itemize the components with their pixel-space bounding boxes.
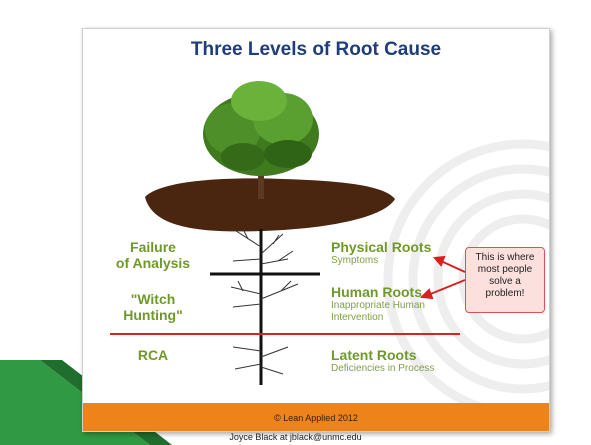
level-2-root-title: Human Roots bbox=[331, 284, 422, 300]
root-branches bbox=[230, 228, 299, 375]
level-2-left-label: "Witch Hunting" bbox=[123, 291, 183, 323]
level-3-root-title: Latent Roots bbox=[331, 347, 417, 363]
presenter-caption: Joyce Black at jblack@unmc.edu bbox=[229, 432, 362, 442]
slide-title: Three Levels of Root Cause bbox=[190, 39, 442, 60]
copyright-text: © Lean Applied 2012 bbox=[274, 413, 358, 423]
level-3-root-subtitle: Deficiencies in Process bbox=[331, 363, 435, 374]
tree-foliage bbox=[203, 81, 319, 176]
callout-box: This is where most people solve a proble… bbox=[465, 247, 545, 313]
slide: Three Levels of Root Cause bbox=[82, 28, 550, 432]
level-3-left-label: RCA bbox=[137, 347, 169, 363]
tree-trunk bbox=[258, 159, 264, 199]
level-1-root-subtitle: Symptoms bbox=[331, 255, 379, 266]
tree-root-diagram bbox=[83, 81, 549, 431]
level-2-root-subtitle: Inappropriate Human Intervention bbox=[331, 300, 425, 323]
footer-bar bbox=[83, 403, 549, 431]
level-1-left-label: Failure of Analysis bbox=[115, 239, 191, 271]
soil-mound bbox=[145, 178, 395, 232]
level-1-root-title: Physical Roots bbox=[331, 239, 432, 255]
callout-arrows bbox=[419, 255, 466, 300]
